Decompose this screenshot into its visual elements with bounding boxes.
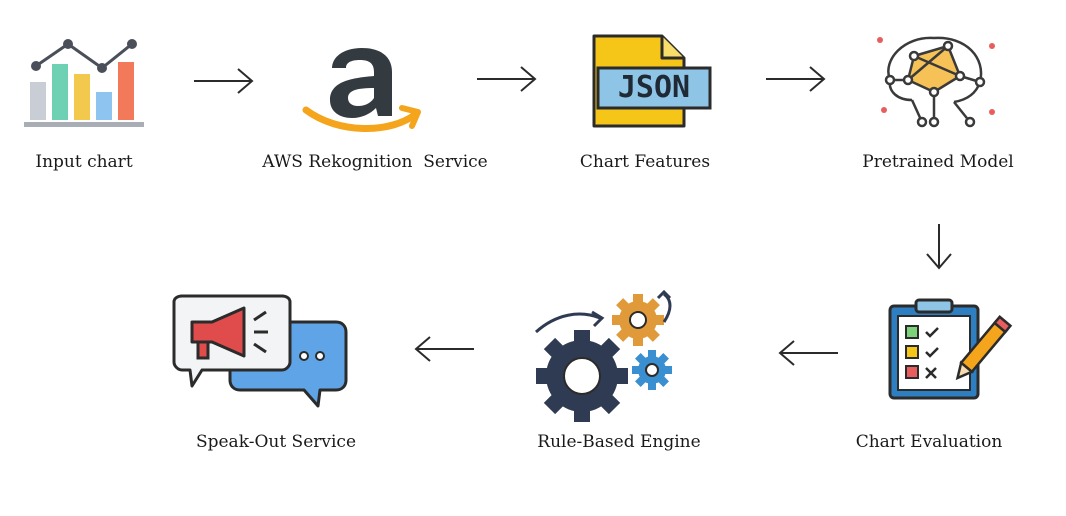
node-label-chart-features: Chart Features xyxy=(579,152,711,172)
arrow-right-icon xyxy=(766,66,826,92)
json-file-icon: JSON xyxy=(588,32,718,132)
gears-icon xyxy=(534,289,672,422)
megaphone-chat-icon xyxy=(172,294,348,408)
arrow-right-icon xyxy=(194,68,254,94)
checklist-clipboard-icon xyxy=(888,298,1013,400)
bar-line-chart-icon xyxy=(24,39,144,127)
node-label-speak-out-service: Speak-Out Service xyxy=(195,432,357,452)
node-label-rule-based-engine: Rule-Based Engine xyxy=(537,432,701,452)
arrow-right-icon xyxy=(477,66,537,92)
arrow-left-icon xyxy=(414,336,474,362)
amazon-logo-icon xyxy=(302,48,421,132)
arrow-left-icon xyxy=(778,340,838,366)
neural-brain-icon xyxy=(877,36,995,128)
node-label-chart-evaluation: Chart Evaluation xyxy=(855,432,1003,452)
node-label-input-chart: Input chart xyxy=(35,152,133,172)
arrow-down-icon xyxy=(926,224,952,270)
node-label-aws-rekognition: AWS Rekognition Service xyxy=(262,152,488,172)
node-label-pretrained-model: Pretrained Model xyxy=(862,152,1014,172)
json-label: JSON xyxy=(617,70,691,105)
